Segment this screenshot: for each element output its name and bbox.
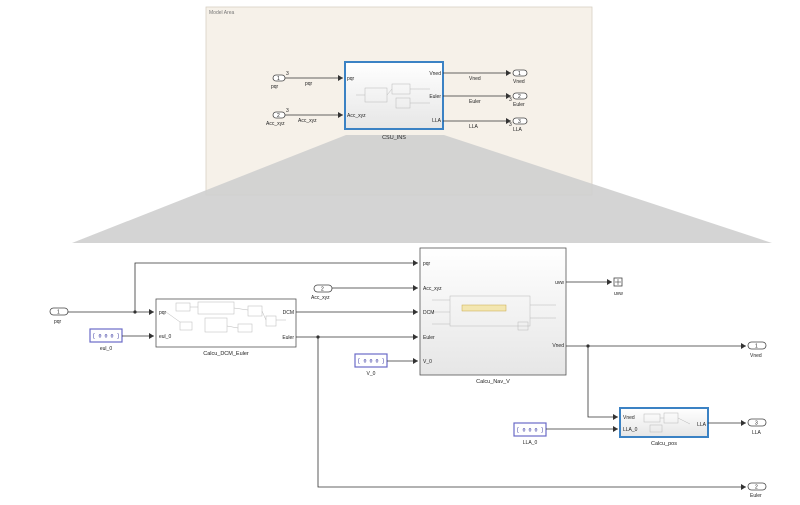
zoom-funnel (72, 135, 772, 243)
top-inport-pqr[interactable]: 1 3 pqr (271, 71, 289, 90)
svg-text:Acc_xyz: Acc_xyz (347, 113, 366, 119)
svg-text:V_0: V_0 (423, 359, 432, 365)
top-wire-label-euler: Euler (469, 99, 481, 105)
svg-text:Vned: Vned (623, 415, 635, 421)
calcu-pos-preview-icon (643, 412, 691, 433)
model-area: Model Area 1 3 pqr pqr 2 3 Acc_xyz Acc_x… (72, 6, 772, 243)
csu-ins-preview-icon (356, 83, 430, 109)
constant-lla-0[interactable]: [ 0 0 0 ] LLA_0 (513, 422, 547, 446)
svg-text:Euler: Euler (513, 102, 525, 108)
svg-text:pqr: pqr (423, 261, 431, 267)
svg-text:LLA: LLA (513, 127, 523, 133)
top-wire-label-lla: LLA (469, 124, 479, 130)
svg-text:[ 0 0 0 ]: [ 0 0 0 ] (92, 334, 119, 340)
svg-text:LLA: LLA (432, 118, 442, 124)
svg-text:1: 1 (755, 344, 758, 350)
csu-ins-subsystem[interactable]: pqr Acc_xyz Vned Euler LLA CSU_INS (344, 61, 444, 141)
calcu-nav-v-preview-icon (432, 295, 556, 331)
svg-text:Euler: Euler (423, 335, 435, 341)
svg-text:3: 3 (509, 122, 512, 128)
outport-vned[interactable]: 1 Vned (747, 341, 767, 359)
svg-text:1: 1 (518, 71, 521, 77)
svg-text:3: 3 (518, 119, 521, 125)
svg-text:2: 2 (518, 94, 521, 100)
svg-text:Vned: Vned (750, 353, 762, 359)
svg-text:1: 1 (277, 76, 280, 82)
svg-text:uvw: uvw (555, 280, 564, 286)
svg-text:[ 0 0 0 ]: [ 0 0 0 ] (516, 428, 543, 434)
terminator-uvw[interactable]: uvw (613, 277, 623, 297)
svg-text:Vned: Vned (552, 343, 564, 349)
top-wire-label-pqr: pqr (305, 81, 313, 87)
svg-text:2: 2 (277, 113, 280, 119)
calcu-nav-v-block[interactable]: pqr Acc_xyz DCM Euler V_0 uvw Vned Calcu… (419, 247, 567, 385)
svg-text:1: 1 (57, 310, 60, 316)
detail-diagram: 1 pqr [ 0 0 0 ] eul_0 (49, 247, 767, 499)
svg-text:Acc_xyz: Acc_xyz (266, 121, 285, 127)
constant-eul-0[interactable]: [ 0 0 0 ] eul_0 (89, 328, 123, 352)
svg-text:DCM: DCM (283, 310, 294, 316)
model-area-title: Model Area (209, 10, 235, 16)
svg-text:3: 3 (286, 108, 289, 114)
top-wire-label-acc-xyz: Acc_xyz (298, 118, 317, 124)
inport-acc-xyz[interactable]: 2 Acc_xyz (311, 284, 333, 301)
branch-point-vned (586, 344, 590, 348)
svg-text:Calcu_pos: Calcu_pos (651, 441, 677, 447)
svg-text:3: 3 (509, 97, 512, 103)
svg-text:LLA: LLA (697, 422, 707, 428)
calcu-pos-block[interactable]: Vned LLA_0 LLA Calcu_pos (619, 407, 709, 447)
svg-text:2: 2 (755, 485, 758, 491)
svg-text:3: 3 (755, 421, 758, 427)
svg-text:DCM: DCM (423, 310, 434, 316)
svg-text:pqr: pqr (271, 84, 279, 90)
top-outport-euler[interactable]: 2 3 Euler (509, 92, 528, 108)
svg-text:[ 0 0 0 ]: [ 0 0 0 ] (357, 359, 384, 365)
svg-text:LLA: LLA (752, 430, 762, 436)
svg-text:pqr: pqr (347, 76, 355, 82)
branch-point-pqr (133, 310, 137, 314)
wire-vned-pos (587, 346, 618, 420)
svg-text:LLA_0: LLA_0 (623, 427, 638, 433)
outport-euler[interactable]: 2 Euler (747, 482, 767, 499)
svg-text:Euler: Euler (750, 493, 762, 499)
svg-text:Acc_xyz: Acc_xyz (423, 286, 442, 292)
svg-text:pqr: pqr (54, 319, 62, 325)
wire-euler-out (317, 337, 746, 490)
svg-text:Euler: Euler (282, 335, 294, 341)
svg-text:eul_0: eul_0 (100, 346, 112, 352)
wire-pqr-nav (134, 260, 418, 312)
svg-text:3: 3 (286, 71, 289, 77)
svg-text:Vned: Vned (429, 71, 441, 77)
calcu-dcm-euler-preview-icon (165, 301, 286, 333)
svg-text:2: 2 (321, 287, 324, 293)
constant-v-0[interactable]: [ 0 0 0 ] V_0 (354, 353, 388, 377)
svg-text:CSU_INS: CSU_INS (382, 135, 406, 141)
svg-text:Vned: Vned (513, 79, 525, 85)
svg-text:LLA_0: LLA_0 (523, 440, 538, 446)
inport-pqr[interactable]: 1 pqr (49, 307, 69, 325)
calcu-dcm-euler-block[interactable]: pqr eul_0 DCM Euler Calcu_DCM_Euler (155, 298, 297, 357)
branch-point-euler (316, 335, 320, 339)
outport-lla[interactable]: 3 LLA (747, 418, 767, 436)
svg-text:V_0: V_0 (367, 371, 376, 377)
svg-text:uvw: uvw (614, 291, 623, 297)
top-outport-lla[interactable]: 3 3 LLA (509, 117, 528, 133)
svg-text:Euler: Euler (429, 94, 441, 100)
svg-text:eul_0: eul_0 (159, 334, 171, 340)
top-outport-vned[interactable]: 1 Vned (512, 69, 528, 85)
svg-text:pqr: pqr (159, 310, 167, 316)
svg-text:Calcu_DCM_Euler: Calcu_DCM_Euler (203, 351, 249, 357)
top-wire-label-vned: Vned (469, 76, 481, 82)
top-inport-acc-xyz[interactable]: 2 3 Acc_xyz (266, 108, 289, 127)
svg-text:Acc_xyz: Acc_xyz (311, 295, 330, 301)
svg-text:Calcu_Nav_V: Calcu_Nav_V (476, 379, 510, 385)
